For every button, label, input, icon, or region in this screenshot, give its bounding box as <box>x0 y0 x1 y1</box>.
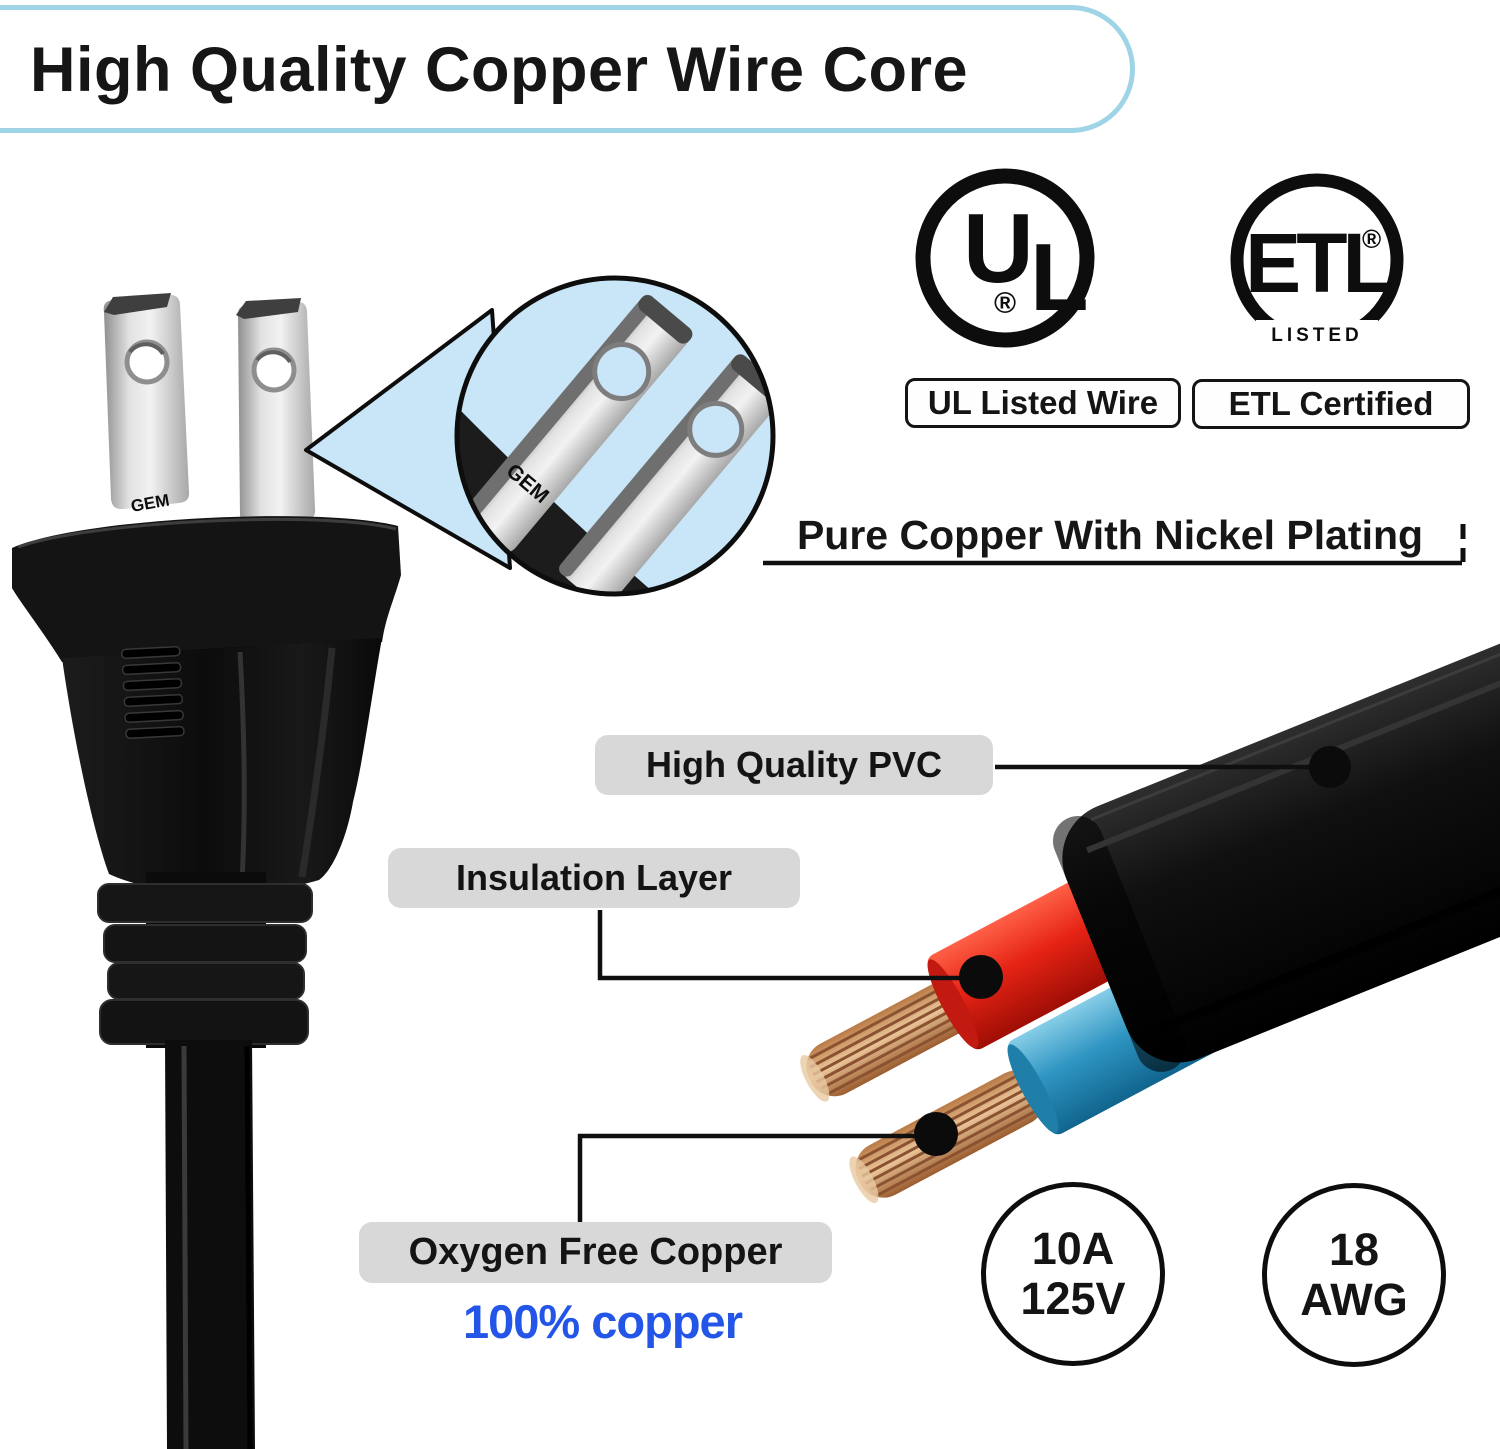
title-banner: High Quality Copper Wire Core <box>0 5 1135 133</box>
copper-percent-text: 100% copper <box>463 1295 743 1348</box>
oxygen-free-copper-label: Oxygen Free Copper <box>359 1222 832 1283</box>
magnifier: GEM <box>304 275 776 597</box>
cable-photo <box>800 497 1500 1204</box>
insulation-callout-line <box>597 910 961 981</box>
oxygen-callout-line <box>577 1133 916 1222</box>
ul-logo-letter-u: U <box>963 193 1034 303</box>
oxygen-dot <box>914 1112 958 1156</box>
cable-jacket <box>1052 497 1500 1072</box>
plug-prong-left <box>103 293 190 510</box>
etl-registered-mark: ® <box>1362 224 1381 254</box>
plug-prong-right <box>236 298 316 525</box>
gauge-number: 18 <box>1328 1223 1380 1275</box>
plug-photo: GEM <box>12 293 401 1449</box>
ul-registered-mark: ® <box>994 287 1016 320</box>
plug-flange <box>12 516 401 662</box>
etl-certified-caption: ETL Certified <box>1192 379 1470 429</box>
gauge-badge: 18 AWG <box>1262 1183 1446 1367</box>
rating-badge: 10A 125V <box>981 1182 1165 1366</box>
plug-cord <box>165 1040 255 1449</box>
insulation-dot <box>959 955 1003 999</box>
insulation-label: Insulation Layer <box>388 848 800 908</box>
etl-logo-letters: ETL <box>1245 216 1391 310</box>
etl-listed-text: LISTED <box>1271 325 1363 346</box>
pvc-label: High Quality PVC <box>595 735 993 795</box>
plug-strain-relief <box>97 872 313 1048</box>
pure-copper-annotation: Pure Copper With Nickel Plating <box>796 512 1424 558</box>
ul-logo-letter-l: L <box>1030 224 1089 331</box>
plug-vent-slots <box>121 646 185 740</box>
ul-logo-ring <box>915 168 1095 348</box>
pvc-dot <box>1309 746 1351 788</box>
rating-amps: 10A <box>1031 1222 1115 1274</box>
magnified-prong-left: GEM <box>459 294 693 553</box>
gauge-unit: AWG <box>1300 1274 1408 1325</box>
page-title: High Quality Copper Wire Core <box>30 35 969 105</box>
rating-volts: 125V <box>1020 1273 1126 1324</box>
callout-dots <box>914 746 1351 1156</box>
etl-logo: ETL LISTED ® <box>1230 173 1404 347</box>
plug-body <box>62 638 382 894</box>
callout-lines <box>577 524 1466 1222</box>
ul-listed-wire-caption: UL Listed Wire <box>905 378 1181 428</box>
ul-logo: U L ® <box>915 168 1095 348</box>
